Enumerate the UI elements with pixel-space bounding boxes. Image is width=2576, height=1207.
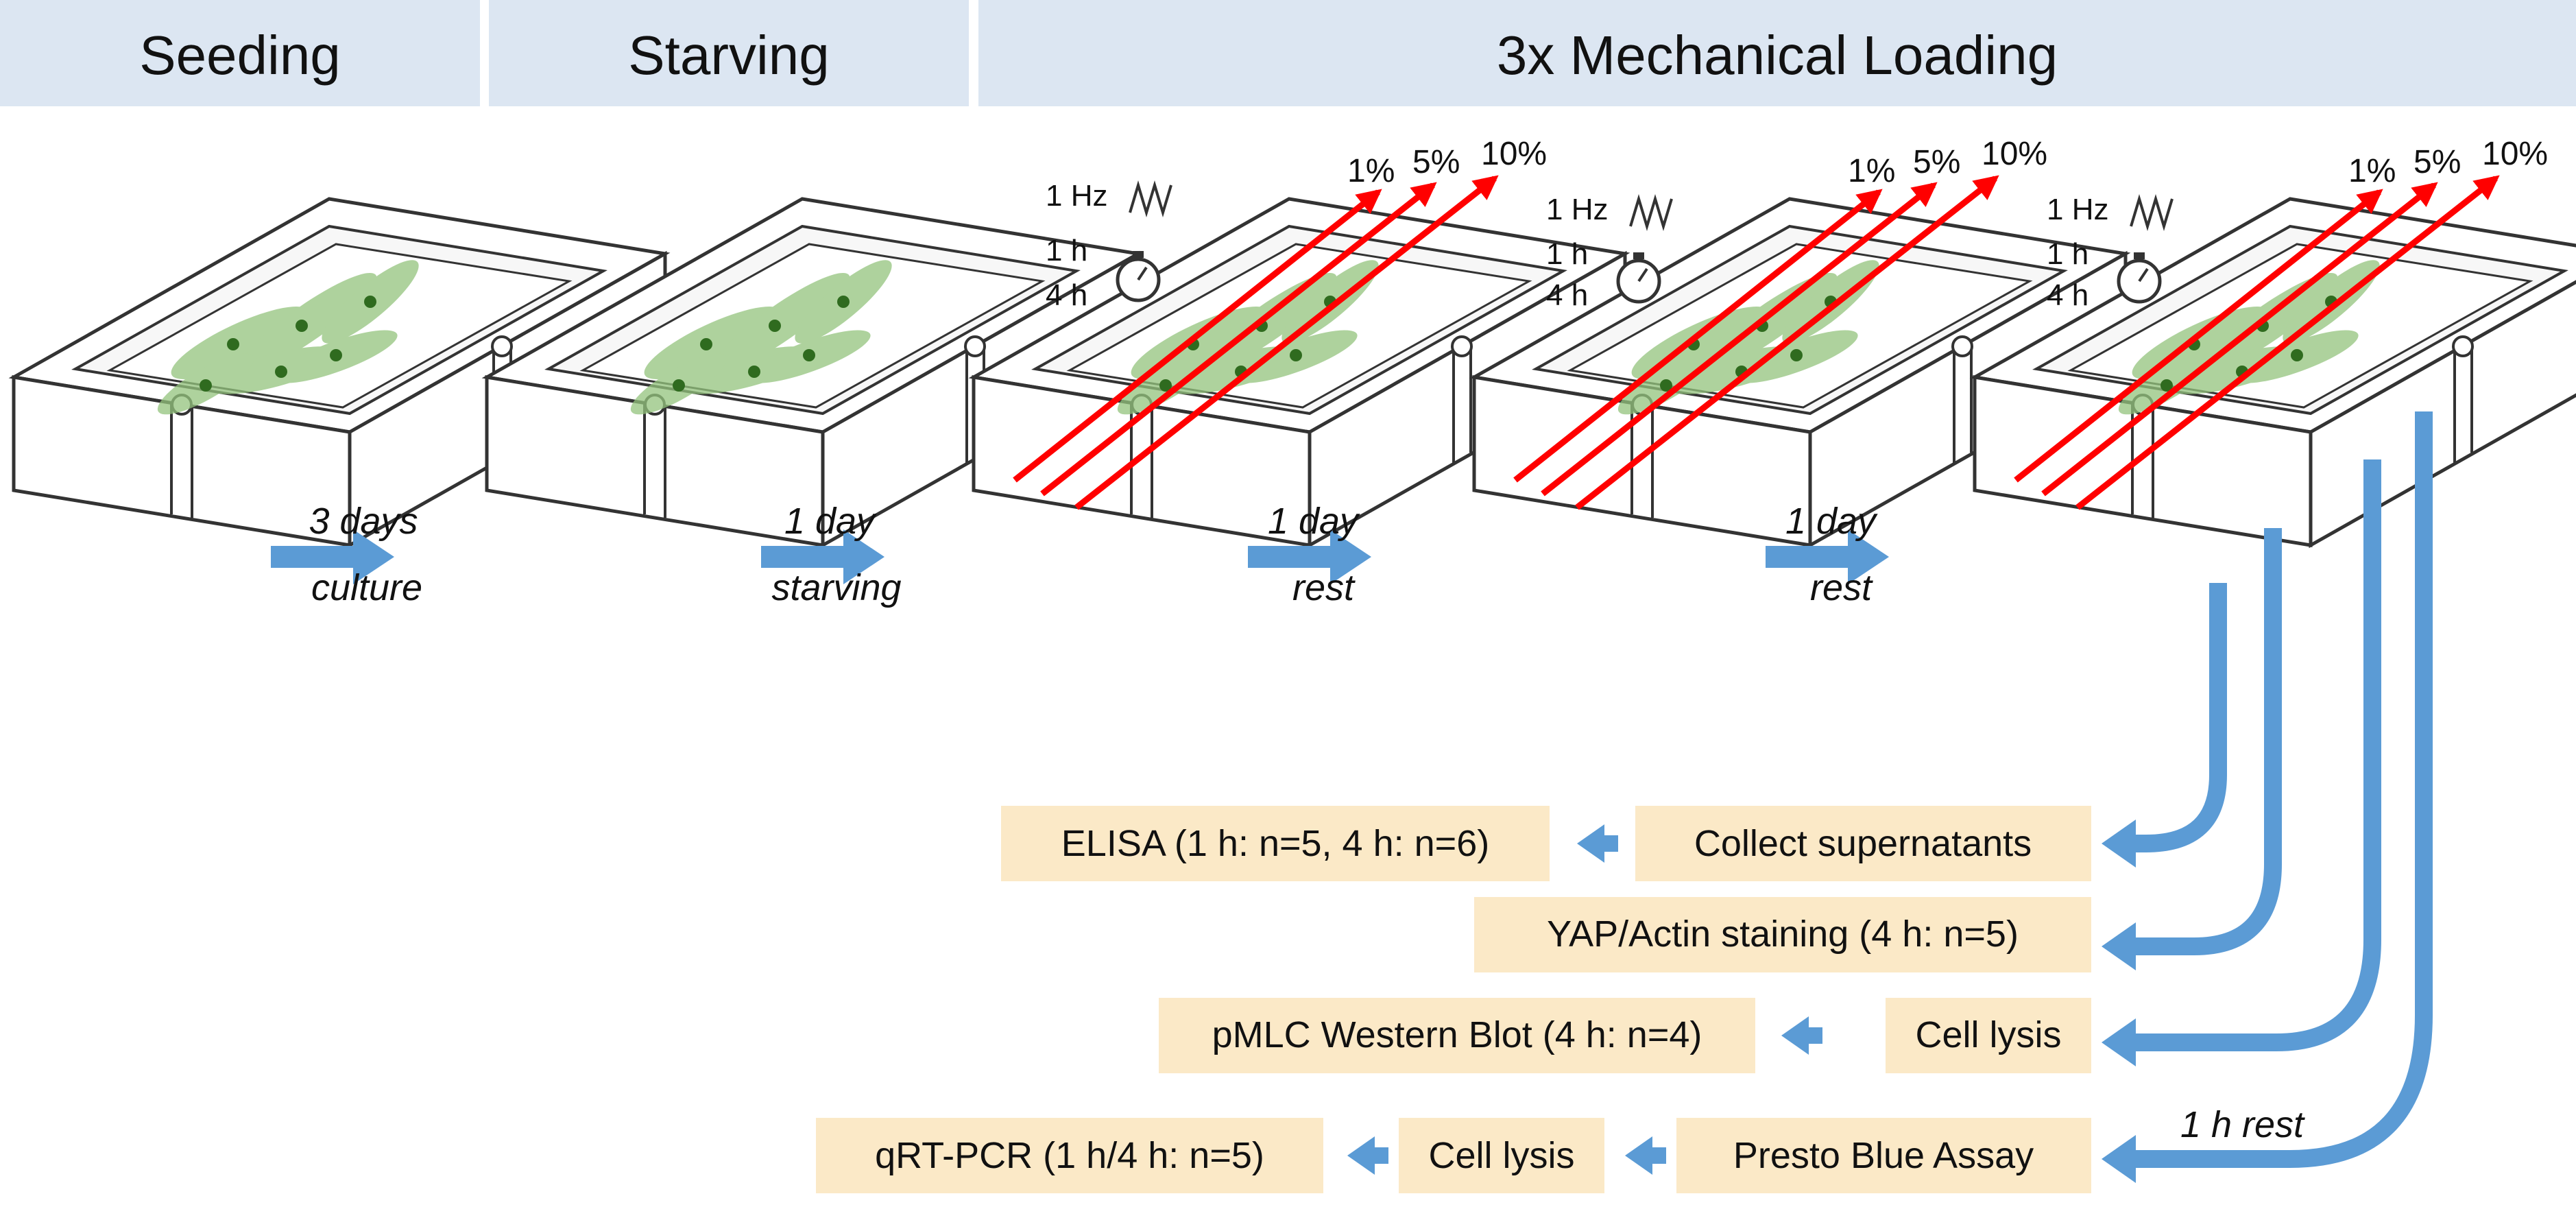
stopwatch-icon [1116,251,1161,302]
header-bar-seeding: Seeding [0,0,480,106]
box-collect-supernatants: Collect supernatants [1635,806,2091,881]
strain-10pct-2: 10% [1982,136,2047,172]
phase-label-starving: Starving [628,25,829,86]
stopwatch-icon [2117,252,2162,304]
waveform-icon [2130,194,2174,231]
duration-1h: 1 h [2047,237,2089,271]
duration-1h: 1 h [1046,234,1087,267]
step-1-label: culture [311,567,422,608]
arrow-to-pmlc [1781,1016,1822,1055]
analysis-arrowheads [2102,820,2136,1183]
box-pmlc: pMLC Western Blot (4 h: n=4) [1159,998,1755,1073]
stopwatch-icon [1616,252,1661,304]
loading-params-1: 1 Hz 1 h 4 h [1046,179,1172,312]
strain-10pct-3: 10% [2482,136,2548,172]
header-bar-mechanical-loading: 3x Mechanical Loading [978,0,2576,106]
box-qrt-pcr: qRT-PCR (1 h/4 h: n=5) [816,1118,1323,1193]
frequency-label: 1 Hz [1546,193,1608,226]
strain-arrows-2 [1513,175,1999,510]
phase-label-mechanical-loading: 3x Mechanical Loading [1497,25,2058,86]
step-1-duration: 3 days [309,501,418,542]
frequency-label: 1 Hz [1046,179,1107,213]
pmlc-text: pMLC Western Blot (4 h: n=4) [1212,1014,1702,1055]
step-4-label: rest [1810,567,1873,608]
analysis-flow-arrows [2129,411,2433,1168]
presto-blue-text: Presto Blue Assay [1733,1135,2034,1176]
duration-4h: 4 h [1046,278,1087,312]
box-presto-blue: Presto Blue Assay [1676,1118,2091,1193]
box-cell-lysis-2: Cell lysis [1399,1118,1604,1193]
arrow-to-elisa [1577,824,1618,863]
elisa-text: ELISA (1 h: n=5, 4 h: n=6) [1061,823,1489,864]
box-elisa: ELISA (1 h: n=5, 4 h: n=6) [1001,806,1550,881]
strain-1pct-1: 1% [1347,153,1395,189]
arrow-to-qrt-pcr [1347,1136,1388,1175]
strain-5pct-3: 5% [2414,144,2461,180]
loading-params-3: 1 Hz 1 h 4 h [2047,193,2174,312]
strain-arrows-1 [1013,175,1499,510]
strain-1pct-3: 1% [2348,153,2396,189]
yap-actin-text: YAP/Actin staining (4 h: n=5) [1547,913,2019,955]
rest-1h-label: 1 h rest [2180,1104,2305,1145]
loading-params-2: 1 Hz 1 h 4 h [1546,193,1673,312]
step-2-duration: 1 day [784,501,877,542]
cell-lysis-2-text: Cell lysis [1428,1135,1574,1176]
strain-1pct-2: 1% [1848,153,1895,189]
waveform-icon [1129,180,1172,217]
step-3-label: rest [1292,567,1356,608]
strain-5pct-1: 5% [1412,144,1460,180]
strain-10pct-1: 10% [1481,136,1547,172]
strain-5pct-2: 5% [1913,144,1960,180]
box-cell-lysis-1: Cell lysis [1886,998,2091,1073]
duration-4h: 4 h [1546,278,1588,312]
header-bar-starving: Starving [489,0,969,106]
step-2-label: starving [771,567,901,608]
box-yap-actin: YAP/Actin staining (4 h: n=5) [1474,897,2091,972]
arrow-to-cell-lysis-2 [1625,1136,1666,1175]
duration-1h: 1 h [1546,237,1588,271]
qrt-pcr-text: qRT-PCR (1 h/4 h: n=5) [875,1135,1264,1176]
step-4-duration: 1 day [1785,501,1878,542]
step-3-duration: 1 day [1268,501,1360,542]
duration-4h: 4 h [2047,278,2089,312]
cell-lysis-1-text: Cell lysis [1915,1014,2061,1055]
waveform-icon [1629,194,1673,231]
frequency-label: 1 Hz [2047,193,2108,226]
strain-arrows-3 [2014,175,2500,510]
phase-label-seeding: Seeding [139,25,341,86]
collect-supernatants-text: Collect supernatants [1694,823,2032,864]
